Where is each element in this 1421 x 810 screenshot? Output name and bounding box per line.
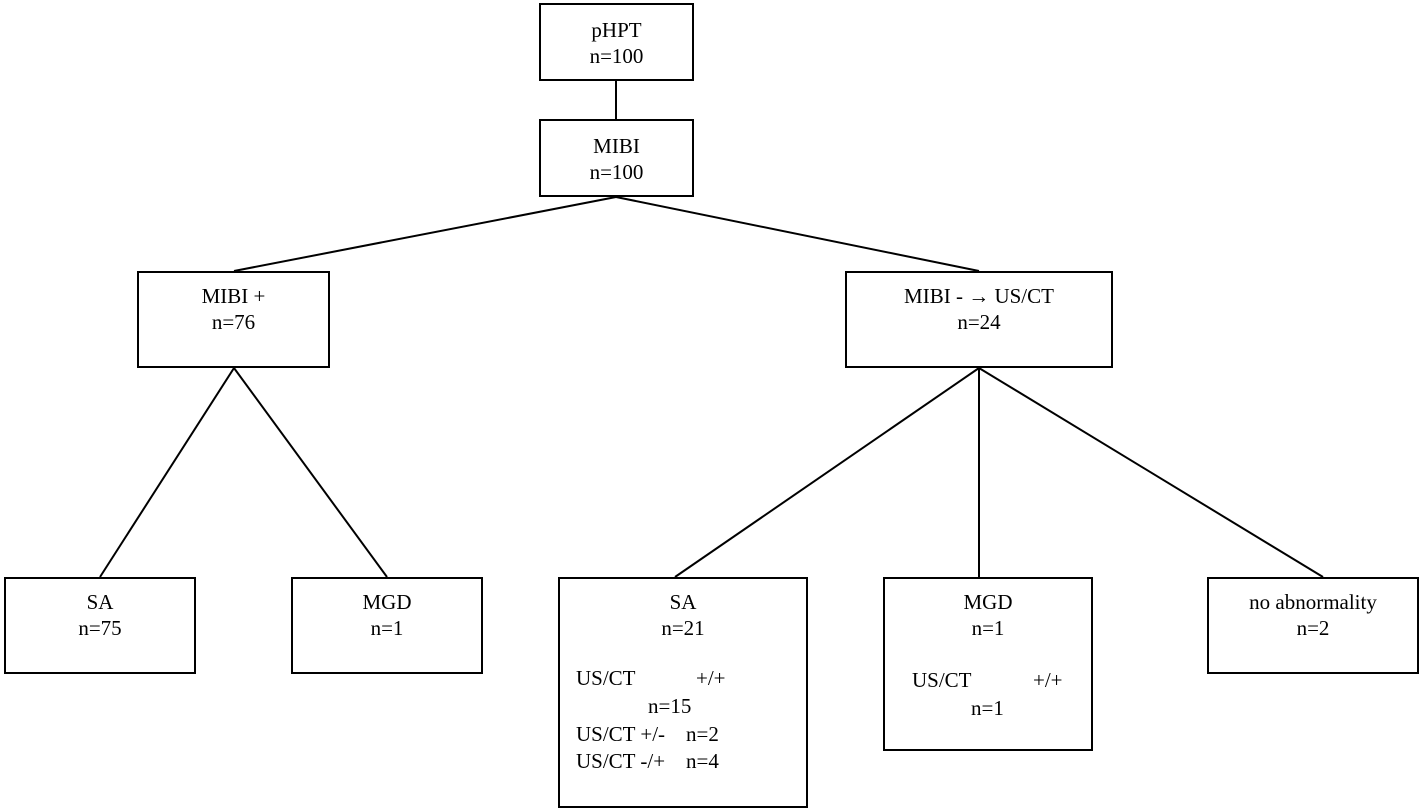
mgd-right-sub1-count: n=1 bbox=[971, 696, 1004, 720]
sa-right-sub2: US/CT +/- n=2 bbox=[576, 722, 719, 746]
node-mgd-left-count: n=1 bbox=[370, 616, 404, 640]
edge-mibi-pos-sa bbox=[99, 367, 235, 578]
sa-right-sub1-label: US/CT bbox=[576, 666, 636, 690]
node-mibi-negative: MIBI - → US/CT n=24 bbox=[845, 271, 1113, 368]
node-mibi-positive-title: MIBI + bbox=[201, 284, 266, 308]
node-mibi-negative-count: n=24 bbox=[957, 310, 1001, 334]
sa-right-sub1-sign: +/+ bbox=[696, 666, 726, 690]
node-sa-right-title: SA bbox=[669, 590, 697, 614]
node-mgd-right-title: MGD bbox=[963, 590, 1013, 614]
node-sa-mibi-negative: SA n=21 US/CT +/+ n=15 US/CT +/- n=2 US/… bbox=[558, 577, 808, 808]
node-mgd-mibi-negative: MGD n=1 US/CT +/+ n=1 bbox=[883, 577, 1093, 751]
node-mgd-right-count: n=1 bbox=[971, 616, 1005, 640]
node-no-abnormality-title: no abnormality bbox=[1249, 590, 1377, 614]
mgd-right-sub1-label: US/CT bbox=[912, 668, 972, 692]
node-sa-left-count: n=75 bbox=[78, 616, 122, 640]
edge-mibi-pos-mgd bbox=[233, 367, 388, 578]
node-sa-left-title: SA bbox=[86, 590, 114, 614]
node-sa-mibi-positive: SA n=75 bbox=[4, 577, 196, 674]
mgd-right-sub1-sign: +/+ bbox=[1033, 668, 1063, 692]
node-mibi-count: n=100 bbox=[589, 160, 644, 184]
node-mgd-left-title: MGD bbox=[362, 590, 412, 614]
edge-mibi-neg-no-abnormality bbox=[978, 367, 1324, 578]
edge-mibi-mibi-neg bbox=[615, 196, 980, 272]
node-phpt-count: n=100 bbox=[589, 44, 644, 68]
node-mibi-positive-count: n=76 bbox=[211, 310, 256, 334]
node-no-abnormality: no abnormality n=2 bbox=[1207, 577, 1419, 674]
node-mibi-title: MIBI bbox=[593, 134, 640, 158]
node-mibi: MIBI n=100 bbox=[539, 119, 694, 197]
node-mgd-mibi-positive: MGD n=1 bbox=[291, 577, 483, 674]
node-sa-right-count: n=21 bbox=[661, 616, 705, 640]
node-phpt: pHPT n=100 bbox=[539, 3, 694, 81]
node-mibi-negative-title: MIBI - → US/CT bbox=[904, 284, 1054, 308]
node-mibi-positive: MIBI + n=76 bbox=[137, 271, 330, 368]
edge-mibi-neg-sa bbox=[674, 367, 980, 578]
sa-right-sub3: US/CT -/+ n=4 bbox=[576, 749, 719, 773]
sa-right-sub1-count: n=15 bbox=[648, 694, 692, 718]
node-phpt-title: pHPT bbox=[591, 18, 642, 42]
node-no-abnormality-count: n=2 bbox=[1296, 616, 1330, 640]
edge-mibi-mibi-pos bbox=[233, 196, 617, 272]
